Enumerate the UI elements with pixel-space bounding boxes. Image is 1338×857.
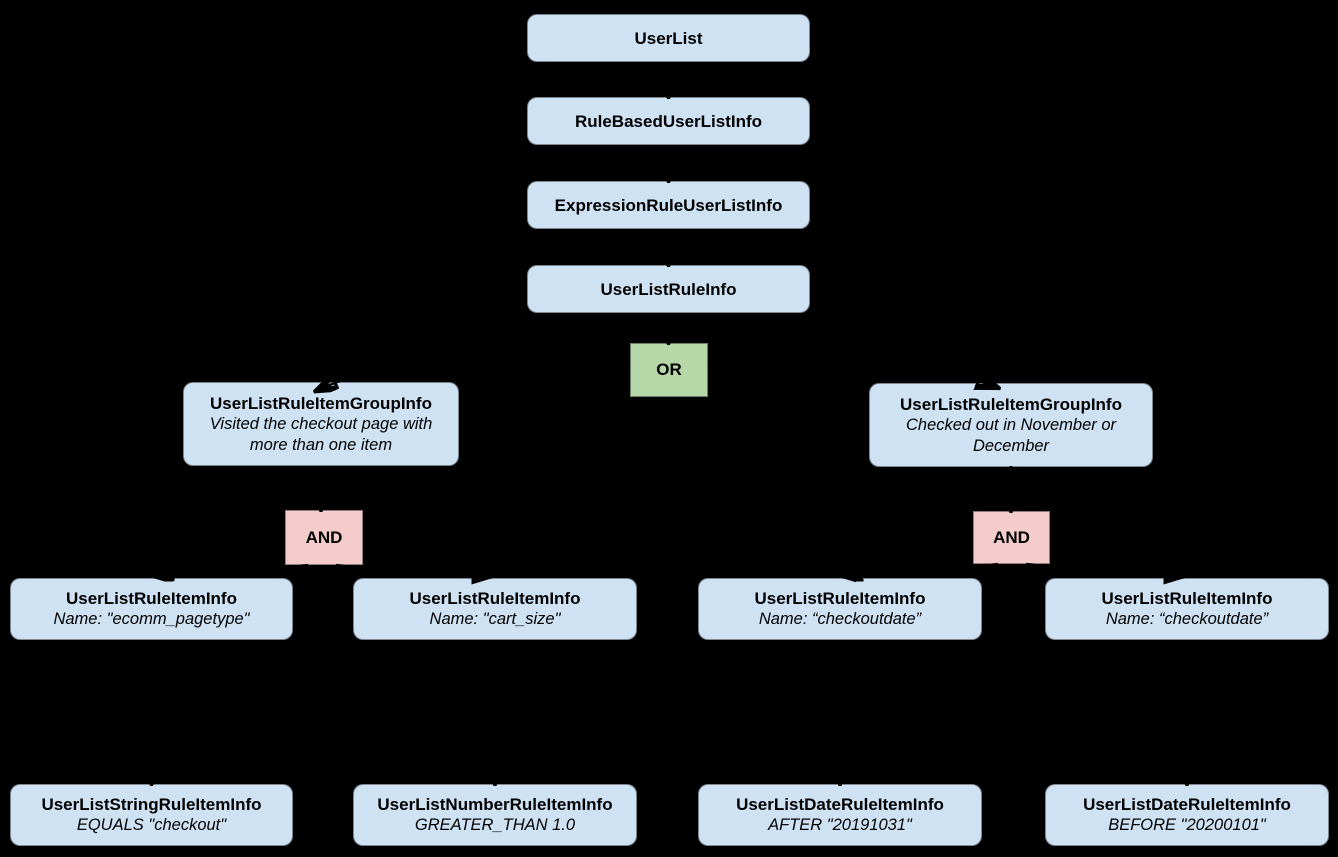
group-description: Checked out in November or December (905, 415, 1117, 455)
rule-item-node-1: UserListRuleItemInfo Name: "ecomm_pagety… (10, 578, 293, 640)
or-operator-box: OR (630, 343, 708, 397)
connector-left-and-to-item1 (154, 565, 309, 575)
node-title: RuleBasedUserListInfo (574, 111, 763, 131)
connector-left-and-to-item2 (335, 563, 492, 575)
leaf-node-2: UserListNumberRuleItemInfo GREATER_THAN … (353, 784, 637, 846)
node-expression-rule-user-list-info: ExpressionRuleUserListInfo (527, 181, 810, 229)
rule-item-detail: Name: "cart_size" (429, 610, 561, 628)
leaf-title: UserListStringRuleItemInfo (41, 795, 262, 814)
leaf-detail: BEFORE "20200101" (1108, 816, 1266, 834)
leaf-node-3: UserListDateRuleItemInfo AFTER "20191031… (698, 784, 982, 846)
rule-item-title: UserListRuleItemInfo (409, 589, 581, 608)
node-rule-based-user-list-info: RuleBasedUserListInfo (527, 97, 810, 145)
leaf-node-1: UserListStringRuleItemInfo EQUALS "check… (10, 784, 293, 846)
leaf-detail: AFTER "20191031" (768, 816, 912, 834)
node-user-list-rule-info: UserListRuleInfo (527, 265, 810, 313)
leaf-title: UserListDateRuleItemInfo (736, 795, 944, 814)
rule-item-detail: Name: “checkoutdate” (1105, 610, 1269, 628)
node-title: ExpressionRuleUserListInfo (554, 195, 783, 215)
rule-item-node-3: UserListRuleItemInfo Name: “checkoutdate… (698, 578, 982, 640)
and-operator-box-right: AND (973, 511, 1050, 564)
rule-item-detail: Name: “checkoutdate” (758, 610, 922, 628)
rule-item-title: UserListRuleItemInfo (66, 589, 237, 608)
rule-item-title: UserListRuleItemInfo (754, 589, 926, 608)
or-operator-label: OR (656, 360, 682, 379)
group-title: UserListRuleItemGroupInfo (210, 393, 432, 413)
leaf-detail: EQUALS "checkout" (76, 816, 227, 834)
rule-item-detail: Name: "ecomm_pagetype" (53, 610, 250, 628)
and-operator-box-left: AND (285, 510, 363, 565)
rule-item-node-4: UserListRuleItemInfo Name: “checkoutdate… (1045, 578, 1329, 640)
group-node-left: UserListRuleItemGroupInfo Visited the ch… (183, 382, 459, 466)
node-title: UserListRuleInfo (600, 279, 737, 299)
rule-item-title: UserListRuleItemInfo (1101, 589, 1273, 608)
leaf-title: UserListDateRuleItemInfo (1083, 795, 1291, 814)
group-node-right: UserListRuleItemGroupInfo Checked out in… (869, 383, 1153, 467)
leaf-title: UserListNumberRuleItemInfo (377, 795, 613, 814)
connector-right-and-to-item3 (843, 564, 999, 575)
and-operator-label: AND (305, 527, 343, 547)
node-user-list: UserList (527, 14, 810, 62)
leaf-detail: GREATER_THAN 1.0 (414, 816, 576, 834)
group-description: Visited the checkout page with more than… (209, 414, 433, 454)
connector-right-and-to-item4 (1025, 562, 1184, 575)
group-title: UserListRuleItemGroupInfo (900, 394, 1122, 414)
leaf-node-4: UserListDateRuleItemInfo BEFORE "2020010… (1045, 784, 1329, 846)
and-operator-label: AND (993, 527, 1030, 547)
node-title: UserList (634, 28, 703, 48)
rule-item-node-2: UserListRuleItemInfo Name: "cart_size" (353, 578, 637, 640)
